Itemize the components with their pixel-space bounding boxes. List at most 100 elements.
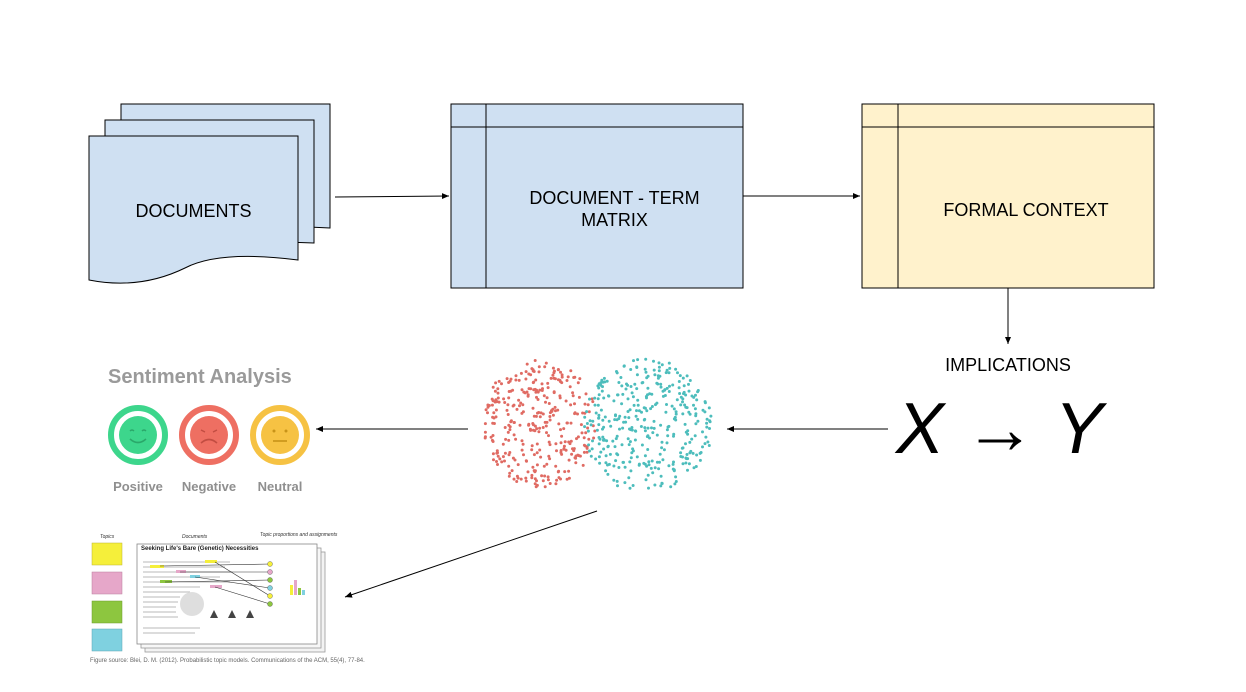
- cluster-teal-point: [693, 434, 697, 438]
- cluster-red-point: [496, 454, 500, 458]
- cluster-red-point: [565, 379, 569, 382]
- cluster-teal-point: [644, 478, 648, 482]
- cluster-teal-point: [607, 394, 610, 398]
- cluster-red-point: [555, 449, 558, 453]
- cluster-teal-point: [645, 409, 649, 413]
- cluster-red-point: [506, 403, 510, 407]
- cluster-red-point: [560, 434, 564, 438]
- cluster-red-point: [509, 377, 513, 381]
- cluster-red-point: [582, 443, 586, 447]
- cluster-teal-point: [623, 481, 627, 485]
- cluster-teal-point: [594, 411, 598, 415]
- cluster-teal-point: [650, 392, 654, 396]
- cluster-teal-point: [612, 399, 616, 403]
- cluster-teal-point: [631, 395, 635, 399]
- cluster-red-point: [556, 378, 560, 382]
- cluster-red-point: [504, 437, 508, 441]
- cluster-red-point: [527, 422, 531, 426]
- cluster-red-point: [530, 448, 534, 452]
- cluster-teal-point: [651, 471, 655, 475]
- cluster-teal-point: [599, 408, 603, 412]
- cluster-teal-point: [643, 429, 647, 433]
- cluster-teal-point: [629, 456, 633, 460]
- cluster-red-point: [483, 430, 487, 434]
- cluster-red-point: [495, 449, 499, 453]
- cluster-teal-point: [679, 403, 683, 407]
- cluster-teal-point: [611, 439, 615, 443]
- cluster-red-point: [495, 460, 498, 463]
- cluster-red-point: [520, 388, 524, 392]
- cluster-teal-point: [683, 422, 687, 426]
- cluster-red-point: [503, 459, 506, 463]
- cluster-teal-point: [674, 475, 678, 479]
- cluster-teal-point: [617, 381, 621, 384]
- cluster-teal-point: [601, 427, 604, 431]
- cluster-teal-point: [659, 474, 663, 478]
- cluster-teal-point: [635, 409, 638, 413]
- cluster-red-point: [586, 403, 590, 407]
- cluster-red-point: [524, 459, 528, 463]
- cluster-red-point: [535, 463, 539, 467]
- cluster-teal-point: [679, 395, 683, 399]
- cluster-teal-point: [607, 462, 611, 466]
- cluster-teal-point: [673, 482, 677, 486]
- cluster-red-point: [514, 374, 518, 378]
- cluster-red-point: [492, 458, 495, 462]
- cluster-red-point: [508, 428, 512, 432]
- cluster-teal-point: [587, 443, 591, 447]
- cluster-red-point: [546, 475, 550, 479]
- cluster-red-point: [490, 438, 494, 442]
- cluster-red-point: [517, 398, 521, 402]
- cluster-red-point: [526, 393, 530, 397]
- cluster-red-point: [559, 428, 562, 432]
- cluster-red-point: [547, 454, 551, 458]
- cluster-red-point: [567, 440, 571, 444]
- cluster-teal-point: [667, 424, 671, 428]
- cluster-red-point: [496, 391, 500, 395]
- cluster-teal-point: [673, 415, 677, 419]
- cluster-red-point: [576, 435, 580, 439]
- cluster-teal-point: [628, 460, 632, 464]
- cluster-teal-point: [650, 459, 654, 463]
- cluster-red-point: [539, 411, 543, 415]
- cluster-red-point: [500, 382, 503, 386]
- cluster-red-point: [507, 423, 511, 427]
- cluster-teal-point: [585, 410, 589, 414]
- negative-label: Negative: [181, 479, 237, 494]
- cluster-red-point: [584, 431, 588, 435]
- cluster-teal-point: [621, 426, 625, 430]
- cluster-red-point: [562, 427, 566, 431]
- cluster-red-point: [496, 396, 500, 400]
- cluster-teal-point: [626, 397, 630, 401]
- cluster-teal-point: [653, 483, 657, 487]
- cluster-red-point: [560, 375, 564, 379]
- cluster-red-point: [574, 456, 578, 460]
- cluster-red-point: [563, 470, 567, 474]
- cluster-teal-point: [583, 415, 587, 419]
- cluster-red-point: [512, 433, 516, 437]
- cluster-red-point: [529, 373, 533, 377]
- cluster-teal-point: [657, 365, 661, 369]
- cluster-red-point: [541, 479, 545, 483]
- cluster-red-point: [501, 455, 505, 459]
- cluster-red-point: [544, 400, 547, 404]
- cluster-red-point: [546, 381, 550, 385]
- cluster-teal-point: [619, 376, 623, 379]
- cluster-red-point: [548, 418, 552, 422]
- cluster-red-point: [535, 451, 539, 455]
- implication-formula: X → Y: [896, 389, 1103, 469]
- cluster-red-point: [582, 436, 586, 440]
- figure-source-caption: Figure source: Blei, D. M. (2012). Proba…: [90, 658, 365, 664]
- cluster-teal-point: [631, 447, 635, 451]
- cluster-red-point: [547, 434, 550, 438]
- cluster-red-point: [510, 469, 514, 473]
- cluster-red-point: [543, 485, 547, 489]
- cluster-teal-point: [703, 410, 707, 414]
- cluster-red-point: [498, 457, 502, 461]
- cluster-red-point: [552, 391, 556, 395]
- cluster-teal-point: [617, 417, 621, 421]
- cluster-teal-point: [649, 466, 653, 470]
- cluster-red-point: [551, 366, 555, 370]
- cluster-teal-point: [642, 406, 646, 410]
- cluster-red-point: [507, 474, 511, 478]
